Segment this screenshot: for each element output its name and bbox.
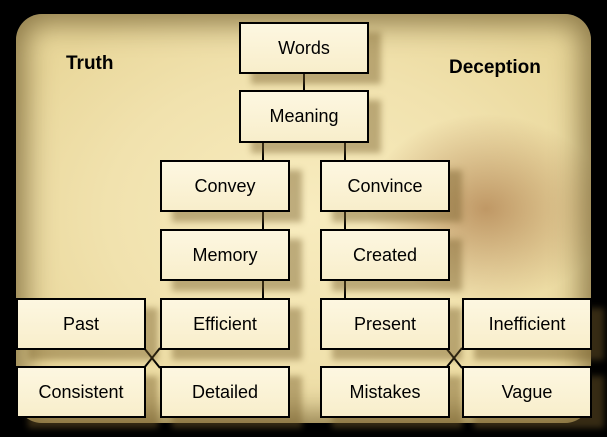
connector-convey-memory [262,212,264,229]
connector-words-meaning [303,74,305,90]
cross-connector-left [143,347,161,369]
deception-heading: Deception [449,57,541,78]
cross-connector-right [445,347,463,369]
truth-heading: Truth [66,53,114,74]
node-mistakes: Mistakes [320,366,450,418]
node-meaning: Meaning [239,90,369,143]
node-inefficient: Inefficient [462,298,592,350]
node-convince: Convince [320,160,450,212]
connector-meaning-convey [262,143,264,160]
node-consistent: Consistent [16,366,146,418]
connector-convince-created [344,212,346,229]
node-memory: Memory [160,229,290,281]
connector-meaning-convince [344,143,346,160]
node-convey: Convey [160,160,290,212]
connector-memory-efficient [262,281,264,298]
node-efficient: Efficient [160,298,290,350]
node-vague: Vague [462,366,592,418]
node-past: Past [16,298,146,350]
node-created: Created [320,229,450,281]
connector-created-present [344,281,346,298]
node-detailed: Detailed [160,366,290,418]
node-words: Words [239,22,369,74]
node-present: Present [320,298,450,350]
